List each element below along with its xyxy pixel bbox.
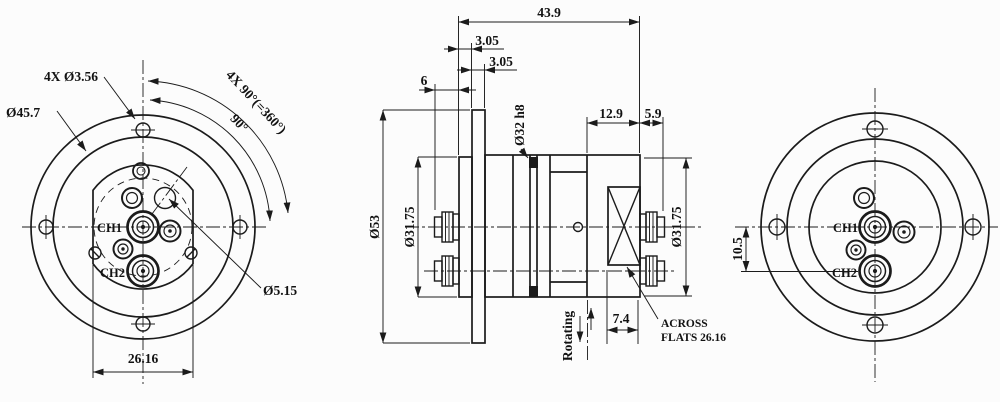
front-angle-label: 90° — [227, 111, 251, 135]
front-pin-hole — [153, 186, 177, 210]
dim-connector-protrusion: 6 — [421, 73, 428, 88]
front-ch1-connector — [126, 210, 160, 244]
side-stator-ch1-connector — [433, 211, 460, 243]
rear-ch1-label: CH1 — [833, 221, 858, 235]
across-flats-note-line1: ACROSS — [661, 318, 708, 330]
front-bolt-holes-label: 4X Ø3.56 — [44, 69, 98, 84]
rear-aux-connectors — [845, 187, 916, 261]
across-flats-note-line2: FLATS 26.16 — [661, 332, 726, 344]
side-hex-section — [607, 186, 641, 266]
front-ch2-label: CH2 — [100, 266, 125, 280]
front-bolt-circle-label: Ø45.7 — [6, 105, 40, 120]
dim-rear-connector-protrusion: 5.9 — [645, 106, 662, 121]
dim-pilot-diameter: Ø32 h8 — [512, 104, 527, 146]
side-extension-lines — [383, 16, 692, 344]
front-angle-dimensions — [147, 77, 291, 222]
dim-channel-offset: 10.5 — [730, 237, 745, 261]
rotating-label: Rotating — [560, 311, 575, 361]
front-view-centerlines — [22, 60, 266, 384]
front-leaders — [56, 76, 262, 289]
dim-flange-thickness: 3.05 — [489, 54, 513, 69]
side-view: 43.9 3.05 3.05 6 12.9 5.9 Ø32 h8 Ø53 Ø31… — [367, 5, 726, 361]
dim-overall-length: 43.9 — [537, 5, 561, 20]
dim-flange-diameter: Ø53 — [367, 215, 382, 239]
dim-stator-thickness: 3.05 — [475, 33, 499, 48]
side-body — [458, 109, 641, 344]
front-pin-hole-label: Ø5.15 — [263, 283, 297, 298]
rotation-indicator — [576, 300, 595, 360]
front-aux-connectors — [112, 162, 182, 260]
dim-stator-diameter: Ø31.75 — [402, 206, 417, 247]
side-dimension-lines — [379, 18, 690, 343]
side-leaders — [518, 147, 659, 320]
rear-ch1-connector — [858, 210, 892, 244]
front-ch2-connector — [126, 254, 160, 288]
rear-ch2-label: CH2 — [832, 266, 857, 280]
side-rotor-ch1-connector — [639, 211, 666, 243]
front-screws — [88, 246, 198, 260]
rear-offset-dimension — [741, 227, 858, 272]
rear-ch2-connector — [858, 254, 892, 288]
side-rotor-ch2-connector — [639, 255, 666, 287]
dim-rotor-length: 12.9 — [599, 106, 623, 121]
front-ch1-label: CH1 — [97, 221, 122, 235]
dim-hex-length: 7.4 — [613, 311, 630, 326]
dim-rotor-diameter: Ø31.75 — [669, 206, 684, 247]
front-across-flats-dimension — [92, 265, 194, 378]
side-stator-ch2-connector — [433, 255, 460, 287]
front-view: 4X Ø3.56 Ø45.7 4X 90°(=360°) 90° Ø5.15 2… — [6, 60, 297, 384]
rear-bolt-holes — [768, 120, 982, 334]
front-across-flats-value: 26.16 — [128, 351, 159, 366]
rear-flange — [760, 112, 990, 342]
rear-view: 10.5 CH1 CH2 — [730, 88, 998, 382]
